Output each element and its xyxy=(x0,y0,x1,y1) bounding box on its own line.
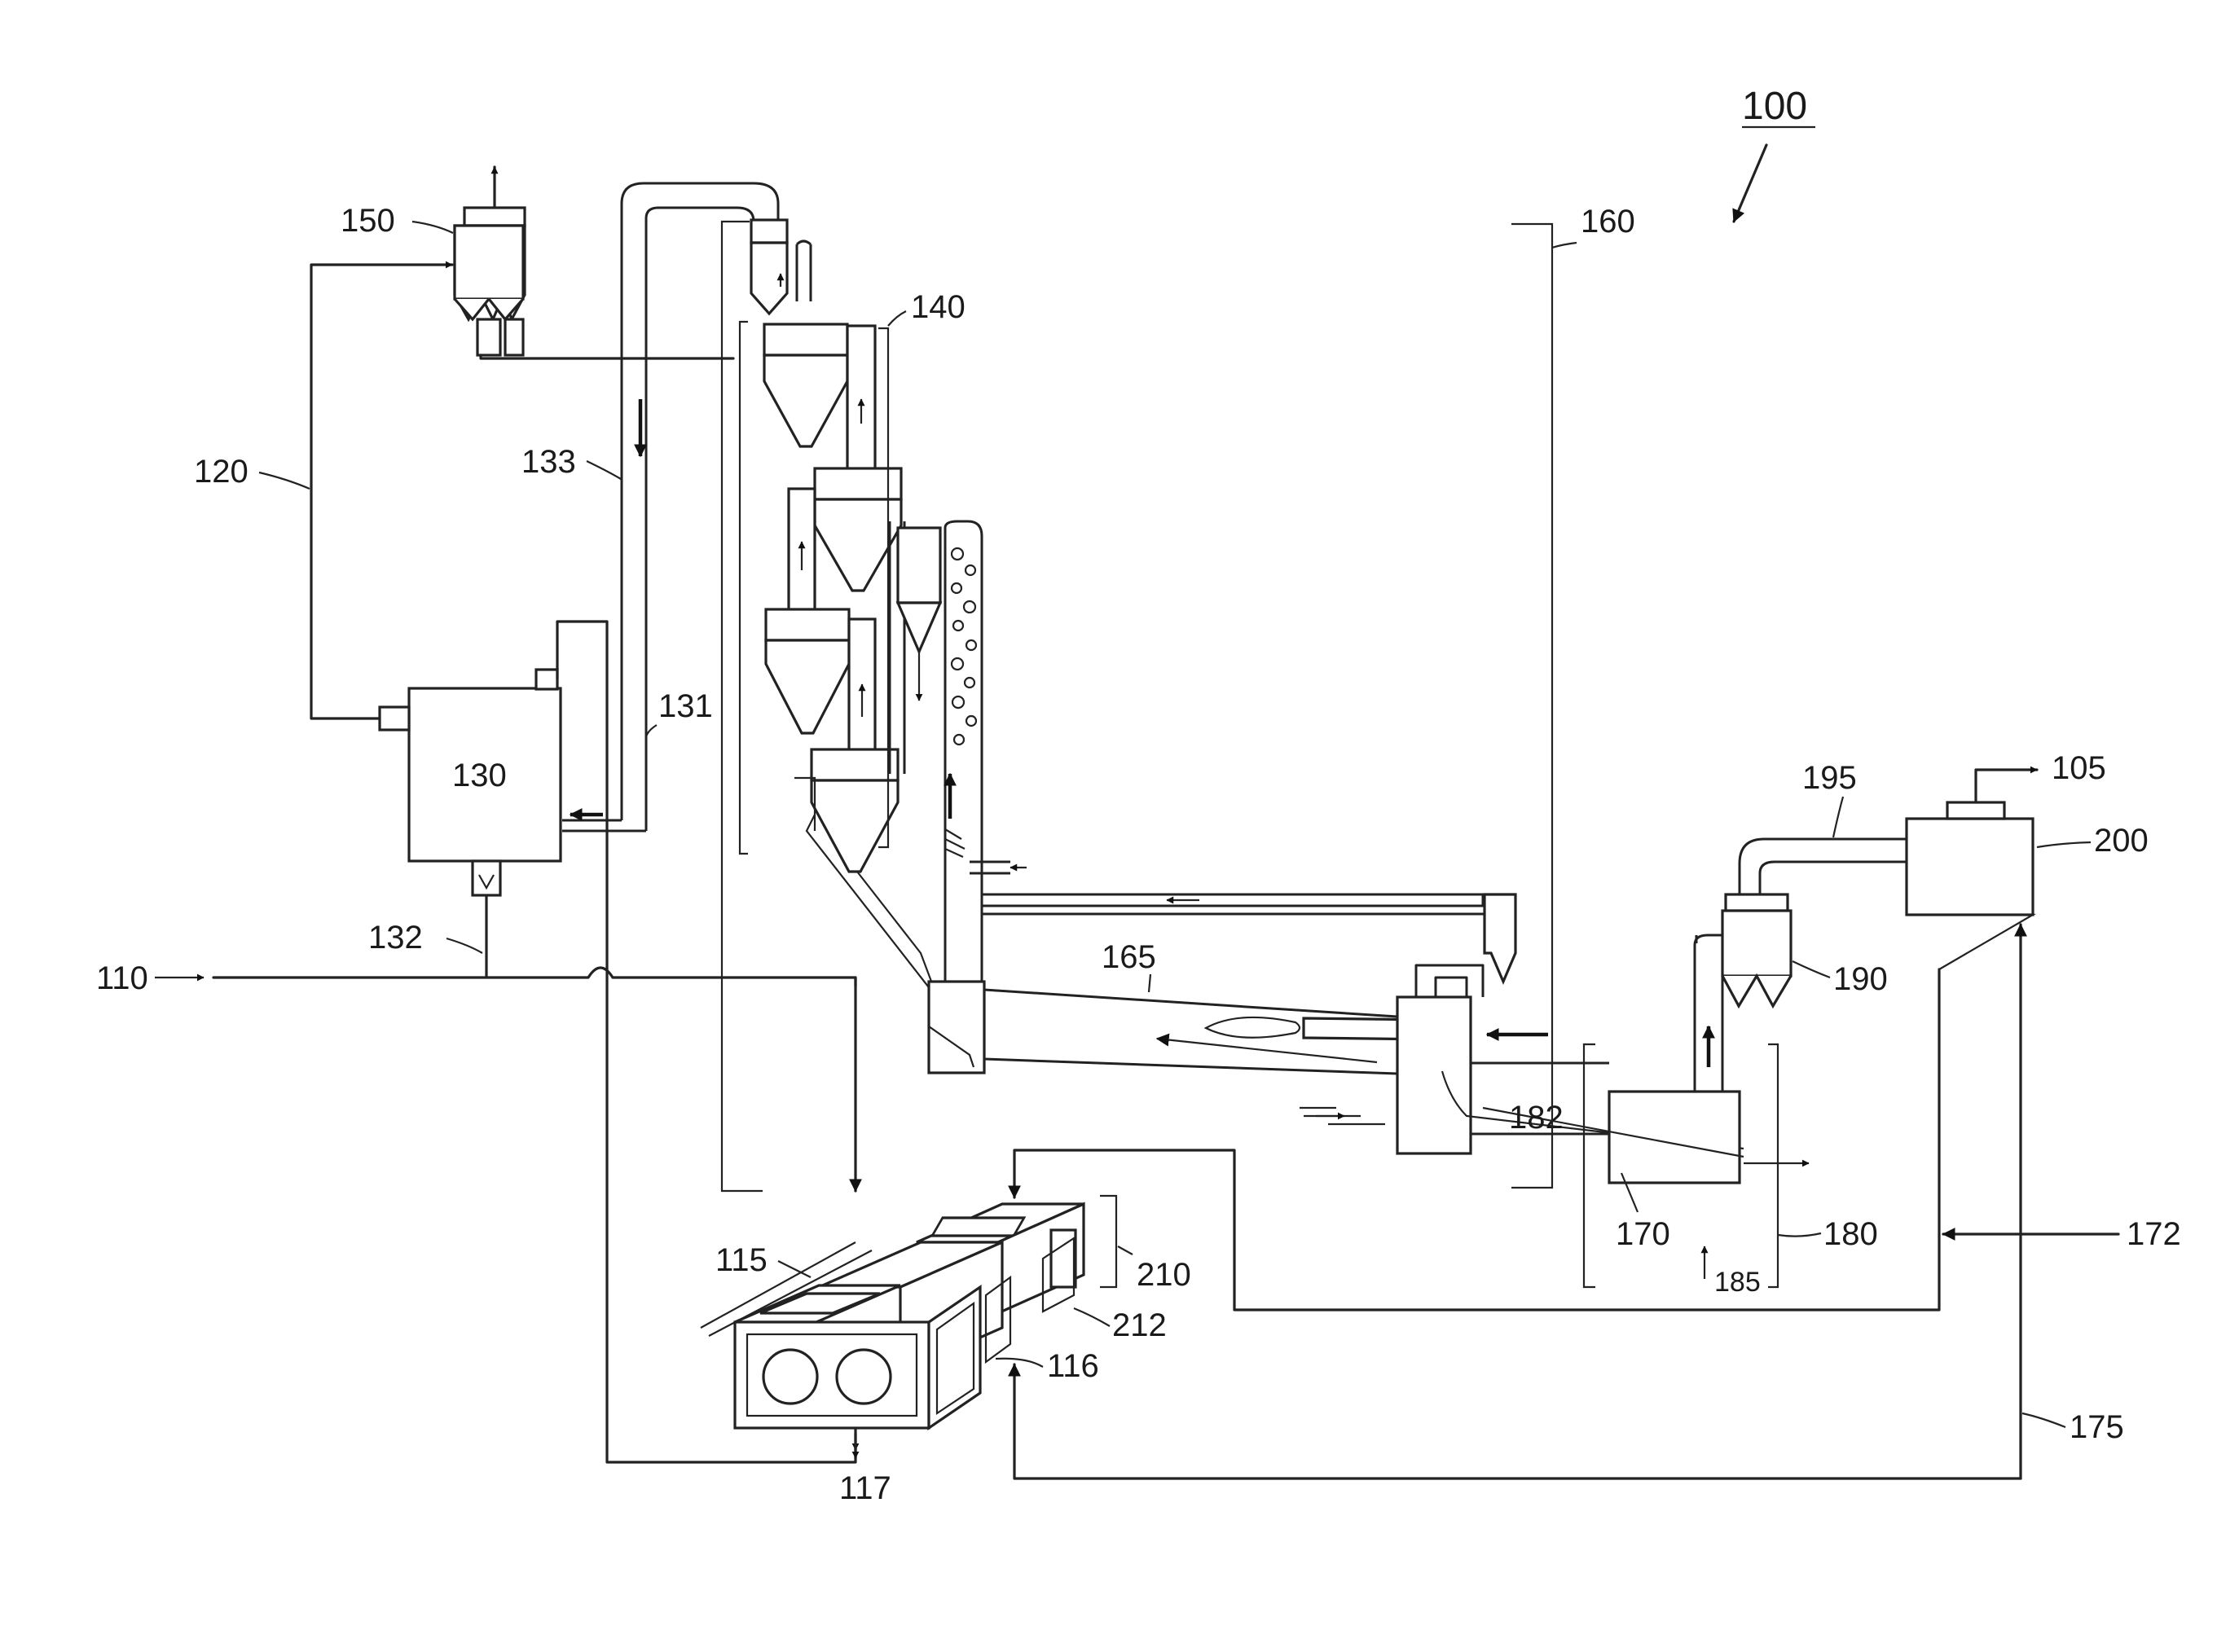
figure-number: 100 xyxy=(1742,85,1807,128)
label-182: 182 xyxy=(1509,1100,1564,1136)
label-140: 140 xyxy=(911,289,966,325)
label-132: 132 xyxy=(368,920,423,956)
label-210: 210 xyxy=(1137,1257,1191,1293)
label-160: 160 xyxy=(1581,204,1635,239)
label-165: 165 xyxy=(1102,939,1156,975)
raw-material-feed-line: 110 132 xyxy=(96,896,856,1191)
label-130: 130 xyxy=(452,758,507,793)
label-195: 195 xyxy=(1802,760,1857,796)
label-133: 133 xyxy=(521,444,576,480)
label-105: 105 xyxy=(2052,750,2106,786)
label-212: 212 xyxy=(1112,1307,1167,1343)
label-116: 116 xyxy=(1047,1348,1099,1384)
cyclone-190: 190 xyxy=(1696,894,1888,1006)
frame-160: 160 xyxy=(1511,204,1635,1188)
block-assembly: 115 116 117 210 212 xyxy=(701,1196,1191,1506)
tertiary-air-duct xyxy=(982,894,1515,982)
label-131: 131 xyxy=(658,688,713,724)
label-170: 170 xyxy=(1616,1216,1670,1252)
calciner-particles xyxy=(952,548,976,745)
preheater-tower-140: 140 xyxy=(722,220,1027,1191)
label-115: 115 xyxy=(715,1242,768,1278)
filter-150: 150 xyxy=(341,167,733,358)
kiln-hood-cooler: 182 170 180 185 xyxy=(1300,935,1878,1298)
label-150: 150 xyxy=(341,203,395,239)
label-180: 180 xyxy=(1823,1216,1878,1252)
label-110: 110 xyxy=(96,960,148,996)
unit-200: 105 200 xyxy=(1907,750,2149,969)
figure-reference: 100 xyxy=(1734,85,1815,222)
label-185: 185 xyxy=(1714,1267,1761,1298)
line-120: 120 xyxy=(194,265,452,718)
reference-arrow xyxy=(1734,145,1766,222)
label-117: 117 xyxy=(839,1470,891,1506)
label-172: 172 xyxy=(2127,1216,2181,1252)
line-195: 195 xyxy=(1740,760,1907,894)
label-175: 175 xyxy=(2070,1409,2124,1445)
label-200: 200 xyxy=(2094,823,2149,859)
label-190: 190 xyxy=(1833,961,1888,997)
return-lines: 172 175 xyxy=(1014,925,2181,1478)
label-120: 120 xyxy=(194,454,249,490)
